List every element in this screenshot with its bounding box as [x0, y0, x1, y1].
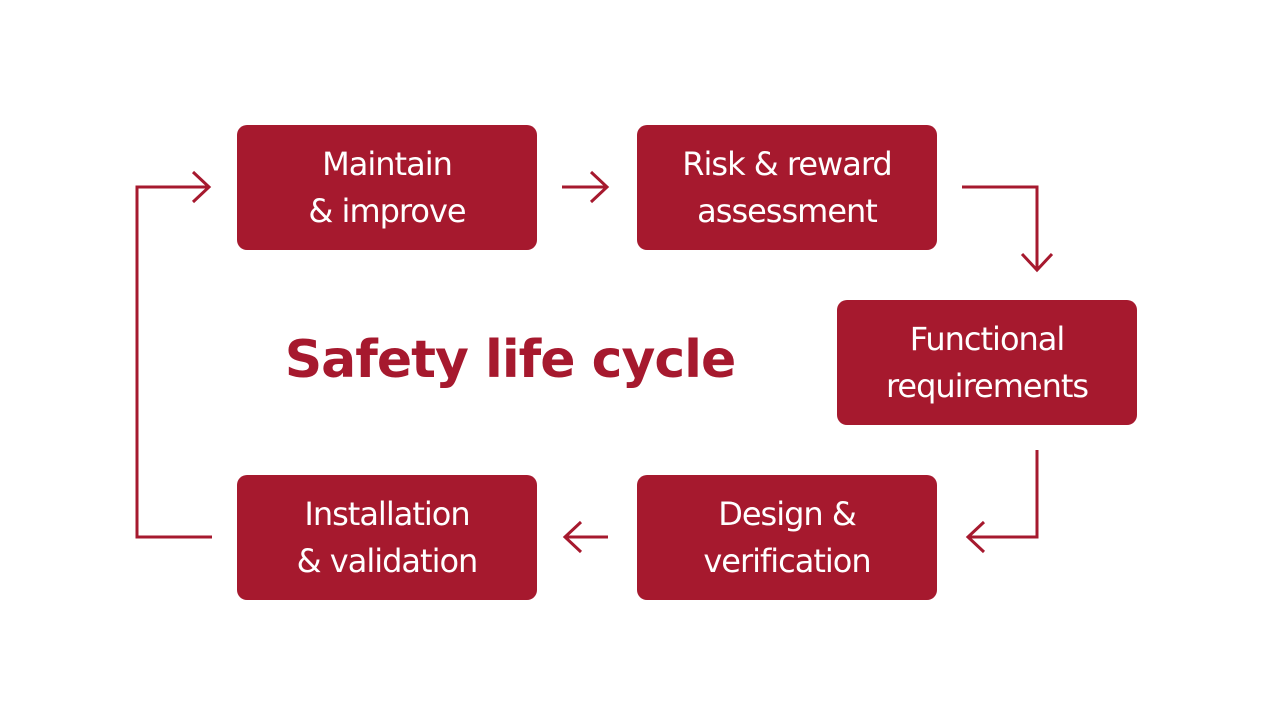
step-installation-validation: Installation & validation [237, 475, 537, 600]
step-design-verification: Design & verification [637, 475, 937, 600]
arrow-design-to-installation [562, 520, 608, 554]
arrow-maintain-to-risk [562, 170, 610, 204]
step-functional-requirements: Functional requirements [837, 300, 1137, 425]
step-label-line1: Maintain [322, 144, 453, 183]
arrow-risk-to-functional [962, 185, 1054, 273]
arrow-installation-to-maintain [135, 170, 212, 539]
step-label-line1: Design & [718, 494, 857, 533]
step-label-line2: assessment [697, 191, 878, 230]
step-maintain-improve: Maintain & improve [237, 125, 537, 250]
step-label-line2: requirements [885, 366, 1089, 405]
step-label-line2: & validation [296, 541, 479, 580]
diagram-title: Safety life cycle [284, 330, 737, 390]
step-label-line1: Risk & reward [682, 144, 892, 183]
step-label-line1: Functional [909, 319, 1066, 358]
arrow-functional-to-design [965, 450, 1039, 554]
step-label-line2: verification [703, 541, 871, 580]
step-label-line1: Installation [304, 494, 470, 533]
step-risk-reward-assessment: Risk & reward assessment [637, 125, 937, 250]
step-label-line2: & improve [308, 191, 466, 230]
